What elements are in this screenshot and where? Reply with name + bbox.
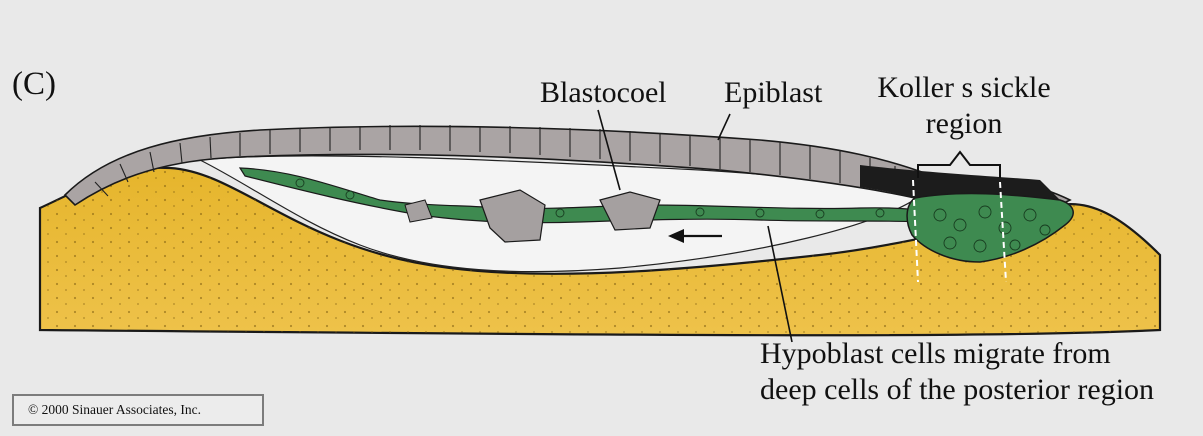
epiblast-leader bbox=[718, 114, 730, 140]
copyright-notice: © 2000 Sinauer Associates, Inc. bbox=[12, 394, 264, 426]
koller-label-line1: Koller s sickle bbox=[866, 70, 1062, 106]
koller-sickle-label: Koller s sickle region bbox=[866, 70, 1062, 142]
blastocoel-label: Blastocoel bbox=[540, 76, 667, 110]
panel-label: (C) bbox=[12, 66, 56, 103]
hypoblast-label: Hypoblast cells migrate from deep cells … bbox=[760, 336, 1154, 408]
hypoblast-label-line2: deep cells of the posterior region bbox=[760, 372, 1154, 408]
epiblast-label: Epiblast bbox=[724, 76, 822, 110]
koller-label-line2: region bbox=[866, 106, 1062, 142]
hypoblast-label-line1: Hypoblast cells migrate from bbox=[760, 336, 1154, 372]
